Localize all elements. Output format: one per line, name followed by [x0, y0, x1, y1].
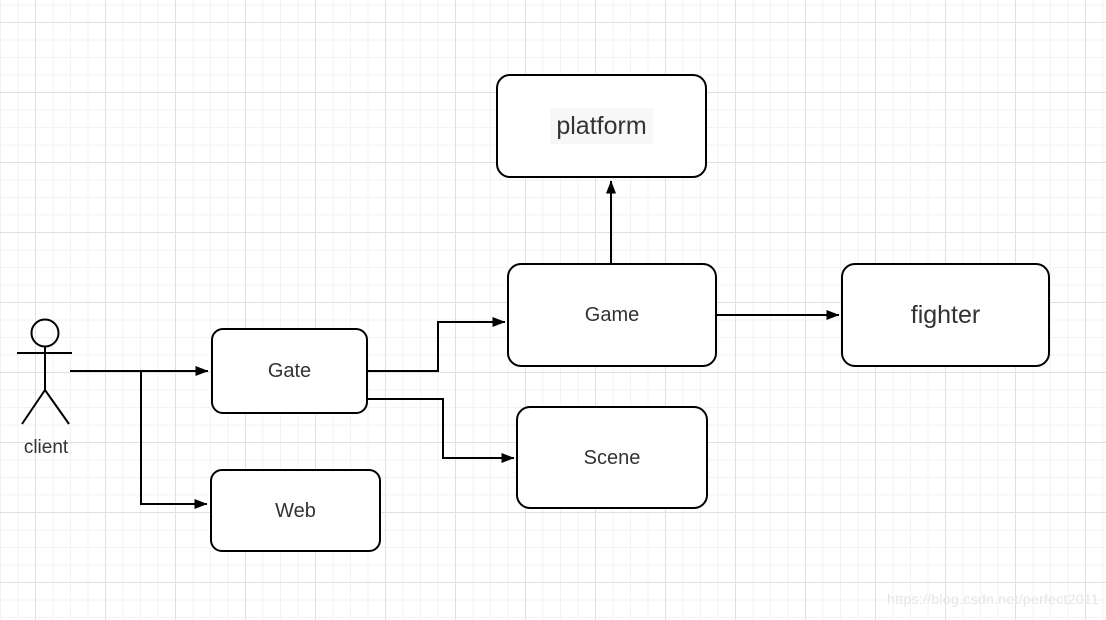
edge-gate-scene [368, 398, 515, 463]
actor-leg-left [21, 389, 46, 425]
edge-gate-game [368, 317, 506, 372]
node-gate: Gate [211, 328, 368, 414]
node-gate-label: Gate [267, 360, 312, 382]
node-platform-label: platform [550, 108, 653, 144]
node-game-label: Game [584, 304, 640, 326]
edge-client-web [140, 371, 208, 509]
stick-figure-person-icon [17, 318, 72, 425]
node-web: Web [210, 469, 381, 552]
node-fighter-label: fighter [910, 301, 981, 329]
actor-label: client [23, 437, 69, 458]
node-fighter: fighter [841, 263, 1050, 367]
actor-head [30, 318, 60, 348]
node-platform: platform [496, 74, 707, 178]
node-game: Game [507, 263, 717, 367]
node-web-label: Web [275, 499, 316, 522]
watermark-text: https://blog.csdn.net/perfect2011 [887, 591, 1099, 607]
node-scene: Scene [516, 406, 708, 509]
node-scene-label: Scene [583, 446, 641, 469]
actor-leg-right [44, 389, 70, 425]
